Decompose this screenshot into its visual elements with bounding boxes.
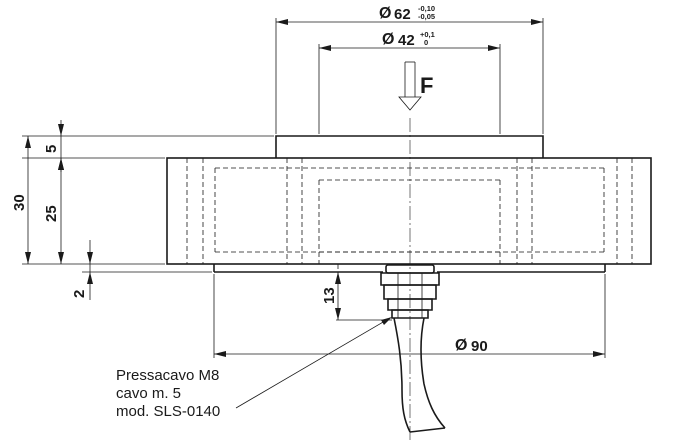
dim-dia-90-symbol: Ø [455,337,467,354]
force-arrow [398,61,422,111]
hidden-lines [186,158,633,272]
note-line-2: cavo m. 5 [116,385,181,402]
dim-dia-42-value: 42 [398,32,415,49]
note-line-3: mod. SLS-0140 [116,403,220,420]
dimension-dia-62 [275,18,544,134]
dim-height-5: 5 [43,145,60,153]
dim-dia-62-symbol: Ø [379,5,391,22]
force-label: F [420,73,433,98]
cable [393,317,446,433]
dim-height-30: 30 [11,194,28,211]
dim-dia-42-tol-lower: 0 [424,38,428,47]
dim-dia-42-tol-upper: +0,1 [420,30,435,39]
dimension-dia-42 [318,44,501,134]
cable-gland [380,264,440,319]
dimension-verticals [22,120,392,321]
dimension-dia-90 [213,274,606,358]
dim-dia-62-value: 62 [394,6,411,23]
dim-dia-62-tol-upper: -0,10 [418,4,435,13]
dim-dia-62-tol-lower: -0,05 [418,12,435,21]
dim-height-2: 2 [71,290,88,298]
dim-height-13: 13 [321,287,338,304]
dim-dia-42-symbol: Ø [382,31,394,48]
load-cell-body [166,135,652,273]
note-line-1: Pressacavo M8 [116,367,219,384]
note-leader [235,317,392,409]
dim-height-25: 25 [43,205,60,222]
dim-dia-90-value: 90 [471,338,488,355]
